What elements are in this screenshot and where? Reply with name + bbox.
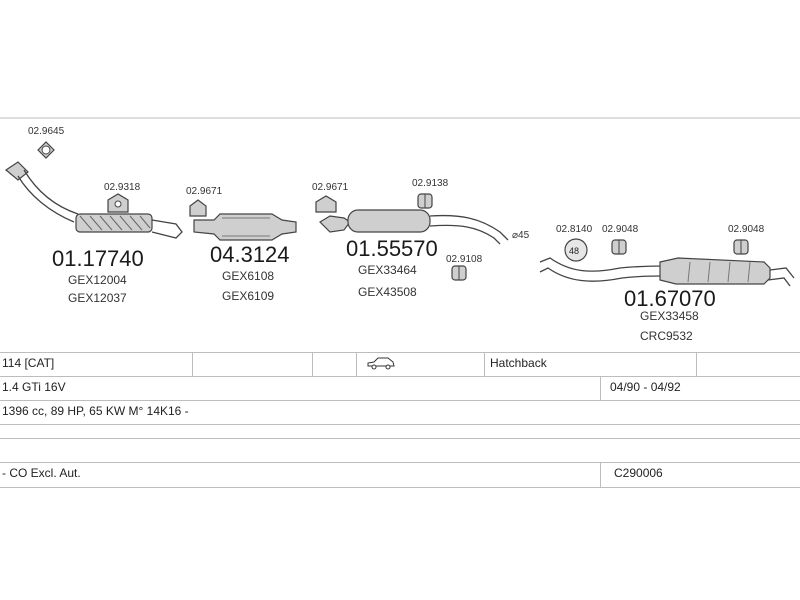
- table-row: [0, 438, 800, 463]
- label-hanger-3: 02.9048: [602, 224, 639, 235]
- label-front-pipe: 01.17740: [52, 246, 144, 271]
- label-catalyst-ref1: GEX6108: [222, 269, 274, 283]
- clamp-1-part: [107, 193, 129, 213]
- label-rear-muffler: 01.67070: [624, 286, 716, 311]
- label-front-pipe-ref1: GEX12004: [68, 273, 127, 287]
- table-row: [0, 424, 800, 439]
- label-hanger-1: 02.9138: [412, 178, 449, 189]
- code-cell: C290006: [614, 466, 663, 480]
- table-row: 1396 cc, 89 HP, 65 KW M° 14K16 -: [0, 400, 800, 425]
- body-type-cell: Hatchback: [490, 356, 547, 370]
- ring-part: 48: [564, 238, 588, 262]
- label-middle-pipe-ref2: GEX43508: [358, 285, 417, 299]
- label-catalyst-ref2: GEX6109: [222, 289, 274, 303]
- hanger-1-part: [417, 193, 433, 209]
- table-row: 114 [CAT] Hatchback: [0, 352, 800, 377]
- label-rear-muffler-ref1: GEX33458: [640, 309, 699, 323]
- label-clamp-3: 02.9671: [312, 182, 349, 193]
- hanger-4-part: [733, 239, 749, 255]
- middle-pipe-part: [319, 209, 509, 245]
- years-cell: 04/90 - 04/92: [610, 380, 681, 394]
- engine-name-cell: 1.4 GTi 16V: [2, 380, 66, 394]
- label-front-pipe-ref2: GEX12037: [68, 291, 127, 305]
- label-middle-pipe: 01.55570: [346, 236, 438, 261]
- notes-cell: - CO Excl. Aut.: [2, 466, 81, 480]
- label-diameter: ⌀45: [512, 230, 530, 241]
- ring-size-label: 48: [569, 246, 579, 256]
- table-row: 1.4 GTi 16V 04/90 - 04/92: [0, 376, 800, 401]
- label-hanger-2: 02.9108: [446, 254, 483, 265]
- rear-muffler-part: [539, 257, 795, 287]
- hanger-2-part: [451, 265, 467, 281]
- table-row: - CO Excl. Aut. C290006: [0, 462, 800, 488]
- label-top-left-clamp: 02.9645: [28, 126, 65, 137]
- label-catalyst: 04.3124: [210, 242, 290, 267]
- clamp-2-part: [189, 199, 207, 217]
- catalyst-part: [193, 213, 297, 241]
- label-middle-pipe-ref1: GEX33464: [358, 263, 417, 277]
- car-icon: [366, 356, 396, 380]
- top-left-clamp-part: [37, 141, 55, 159]
- label-ring: 02.8140: [556, 224, 593, 235]
- label-rear-muffler-ref2: CRC9532: [640, 329, 693, 343]
- front-pipe-part: [4, 161, 183, 239]
- label-clamp-2: 02.9671: [186, 186, 223, 197]
- label-hanger-4: 02.9048: [728, 224, 765, 235]
- model-cell: 114 [CAT]: [2, 356, 55, 370]
- clamp-3-part: [315, 195, 337, 213]
- engine-spec-cell: 1396 cc, 89 HP, 65 KW M° 14K16 -: [2, 404, 189, 418]
- label-clamp-1: 02.9318: [104, 182, 141, 193]
- hanger-3-part: [611, 239, 627, 255]
